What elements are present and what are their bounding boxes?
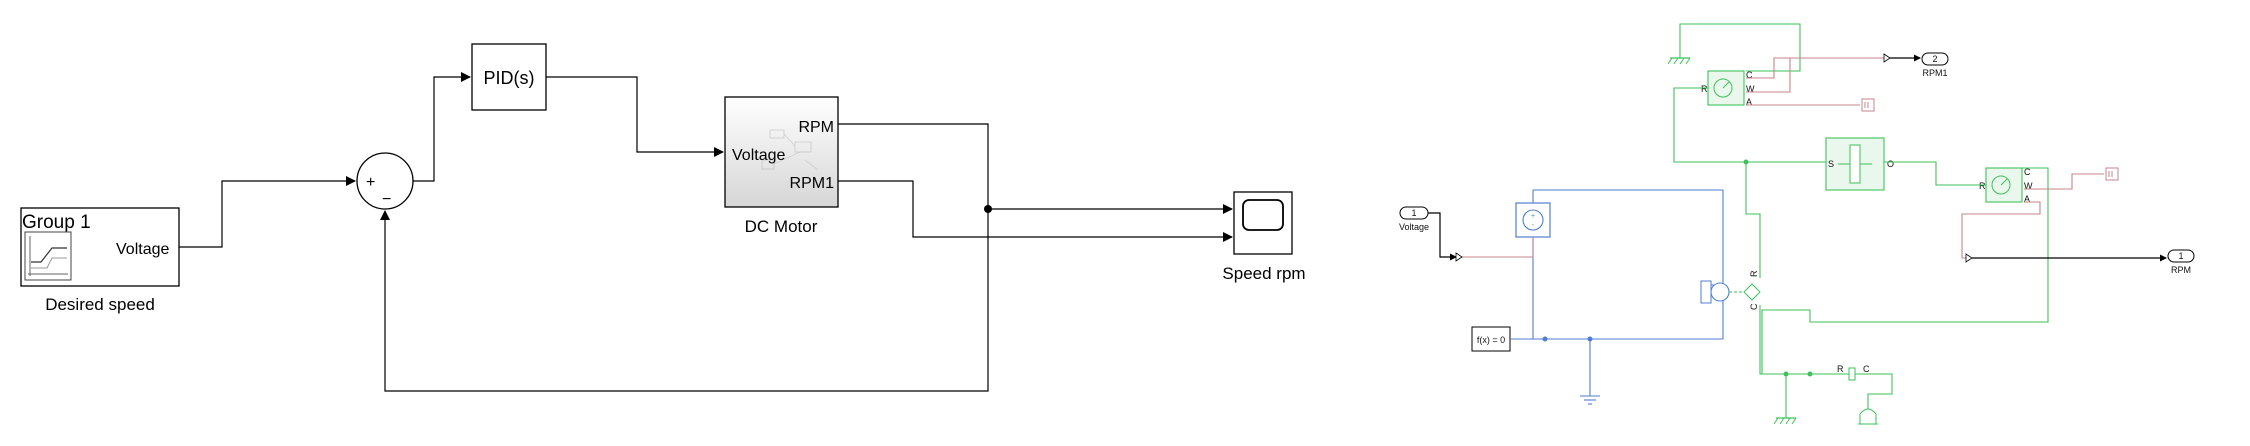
motor-port-r: R <box>1749 270 1759 277</box>
sensor-2-port-a: A <box>2024 194 2030 204</box>
inport-voltage-number: 1 <box>1411 208 1416 218</box>
line-pid-to-motor[interactable] <box>546 76 724 157</box>
converter-icon <box>1849 144 1861 184</box>
electrical-ground-icon <box>1580 395 1600 405</box>
sum-minus-sign: − <box>382 191 391 208</box>
motor-out-port-rpm1: RPM1 <box>790 175 835 192</box>
line-rpm1-to-scope[interactable] <box>838 180 1233 242</box>
dc-motor-element[interactable]: C R <box>1700 270 1761 310</box>
outport-rpm1-number: 2 <box>1932 54 1937 64</box>
solver-label: f(x) = 0 <box>1477 335 1505 345</box>
sum-plus-sign: + <box>366 174 375 191</box>
inertia-port-c: C <box>1863 364 1870 374</box>
pid-block[interactable]: PID(s) <box>471 43 547 111</box>
outport-rpm[interactable]: 1 <box>2167 249 2195 263</box>
controlled-voltage-source[interactable]: + - <box>1515 202 1551 238</box>
scope-block[interactable] <box>1233 191 1293 255</box>
svg-text:-: - <box>1532 222 1535 229</box>
sensor-2-dial-icon <box>1991 175 2011 195</box>
voltage-source-icon <box>1522 209 1544 231</box>
sensor-1-port-r: R <box>1701 84 1708 94</box>
outport-rpm-number: 1 <box>2178 251 2183 261</box>
dc-motor-block[interactable]: Voltage RPM RPM1 <box>724 96 839 208</box>
converter-block[interactable]: S O <box>1825 137 1894 191</box>
motor-out-port-rpm: RPM <box>798 119 834 136</box>
outport-rpm1-caption: RPM1 <box>1922 68 1947 78</box>
signal-builder-block[interactable]: Group 1 Voltage <box>20 207 180 287</box>
scope-screen-icon <box>1242 199 1284 231</box>
physical-signal-wires[interactable] <box>1456 57 2104 259</box>
signal-lines-right[interactable] <box>1428 53 2167 263</box>
mechanical-wires[interactable] <box>1673 23 2049 418</box>
sum-block[interactable]: + − <box>356 152 414 210</box>
source-port-label: Voltage <box>116 241 169 258</box>
motion-sensor-1[interactable]: R C W A <box>1701 70 1755 107</box>
ps-terminator-2 <box>2105 167 2119 181</box>
sensor-1-port-c: C <box>1746 70 1753 80</box>
sensor-1-port-w: W <box>1746 84 1755 94</box>
pid-label: PID(s) <box>484 68 535 88</box>
mechanical-reference-icon-1 <box>1667 57 1691 65</box>
signal-lines-left[interactable] <box>179 72 1233 392</box>
group-title: Group 1 <box>22 212 91 233</box>
solver-configuration-block[interactable]: f(x) = 0 <box>1471 326 1511 352</box>
line-feedback[interactable] <box>380 209 989 392</box>
inertia-block[interactable]: R C <box>1837 364 1870 381</box>
motor-icon <box>1710 282 1730 302</box>
outport-rpm-caption: RPM <box>2171 265 2191 275</box>
sensor-1-dial-icon <box>1713 78 1733 98</box>
motor-port-c: C <box>1749 303 1759 310</box>
svg-text:+: + <box>1531 213 1535 220</box>
converter-port-o: O <box>1887 159 1894 169</box>
sensor-1-port-a: A <box>1746 97 1752 107</box>
outport-rpm1[interactable]: 2 <box>1921 52 1949 66</box>
inport-voltage-caption: Voltage <box>1399 222 1429 232</box>
motor-in-port-label: Voltage <box>732 147 785 164</box>
mechanical-reference-icon-2 <box>1773 417 1797 425</box>
inertia-ground-icon <box>1858 408 1878 425</box>
ps-terminator-1 <box>1861 98 1875 112</box>
sensor-2-port-c: C <box>2024 167 2031 177</box>
inertia-port-r: R <box>1837 364 1844 374</box>
scope-caption: Speed rpm <box>1222 264 1305 283</box>
branch-point <box>984 205 992 213</box>
motor-preview-icon <box>761 129 819 171</box>
line-rpm-to-scope[interactable] <box>838 123 1233 214</box>
converter-port-s: S <box>1828 159 1834 169</box>
inport-voltage[interactable]: 1 <box>1399 206 1429 220</box>
dc-motor-caption: DC Motor <box>745 217 818 236</box>
signal-builder-icon <box>24 231 72 281</box>
source-caption: Desired speed <box>45 295 155 314</box>
line-sum-to-pid[interactable] <box>413 72 471 182</box>
sensor-2-port-w: W <box>2024 181 2033 191</box>
motion-sensor-2[interactable]: R C W A <box>1979 167 2033 204</box>
line-source-to-sum[interactable] <box>179 176 356 248</box>
sensor-2-port-r: R <box>1979 181 1986 191</box>
